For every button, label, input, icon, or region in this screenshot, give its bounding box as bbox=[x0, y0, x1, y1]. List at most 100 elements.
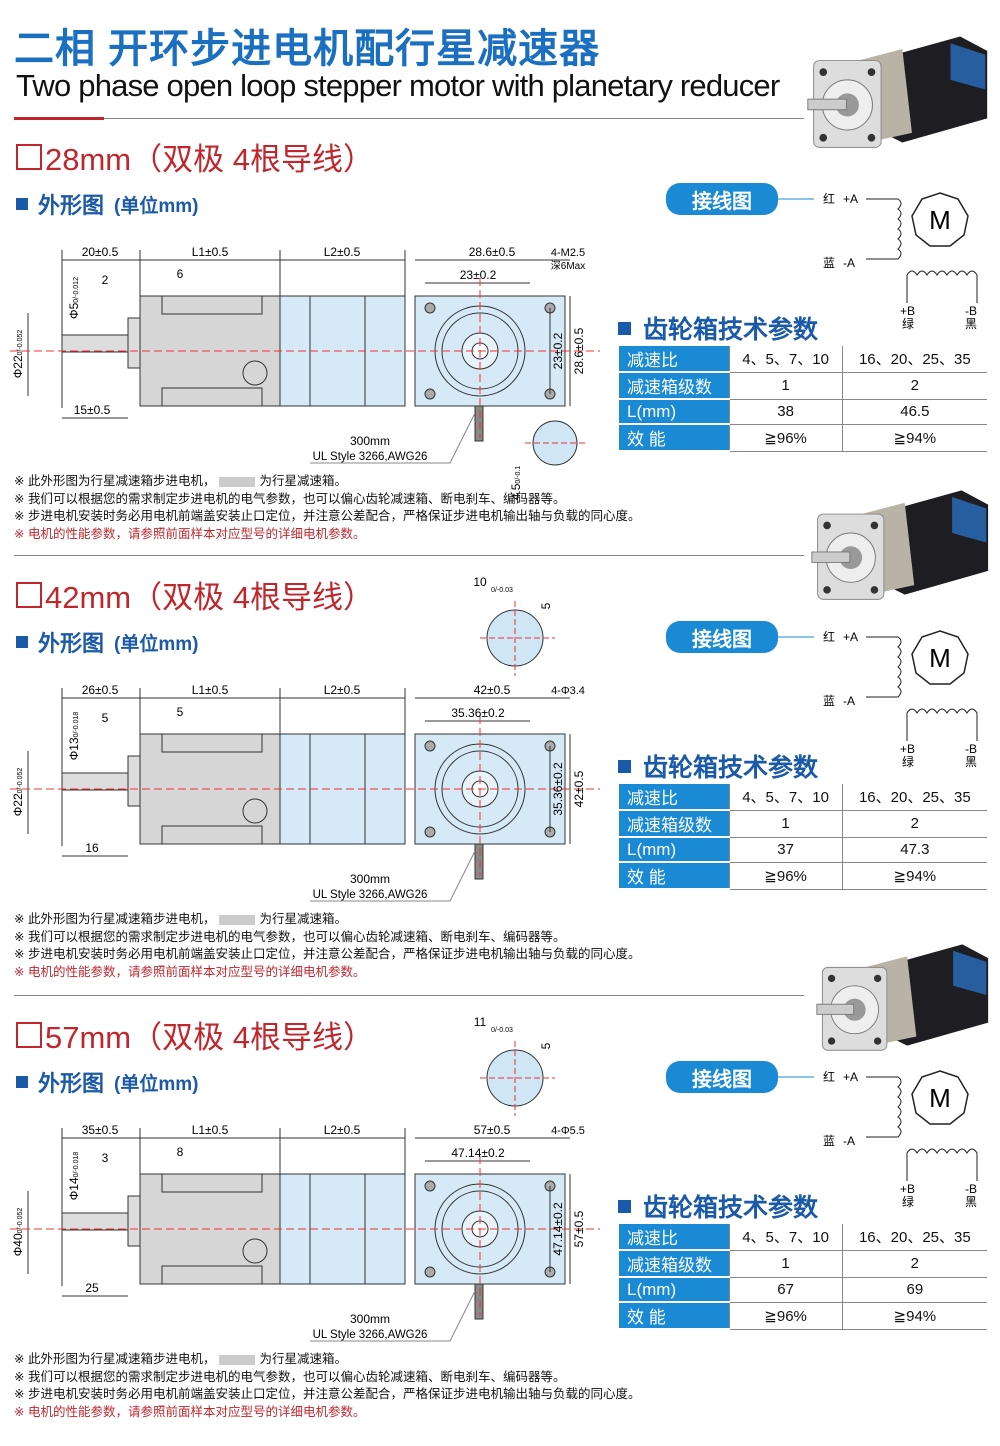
table-row: 效 能≧96%≧94% bbox=[619, 862, 987, 890]
product-photo bbox=[815, 920, 990, 1070]
product-photo bbox=[810, 470, 990, 615]
wire-minus-b: -B bbox=[965, 1182, 977, 1196]
bullet-square-icon bbox=[618, 1199, 631, 1213]
wire-plus-a: +A bbox=[843, 192, 858, 206]
dim-flat: 4.50/-0.1 bbox=[509, 466, 523, 501]
dim-s2: 6 bbox=[177, 267, 184, 281]
outline-drawing: 35±0.5 L1±0.5 L2±0.5 3 8 57±0.5 47.14±0.… bbox=[10, 1015, 600, 1342]
dim-key: 10 bbox=[473, 575, 487, 589]
divider bbox=[14, 117, 804, 120]
gray-swatch bbox=[219, 1354, 256, 1365]
dim-cable2: UL Style 3266,AWG26 bbox=[313, 889, 428, 901]
dim-outer-v: 28.6±0.5 bbox=[572, 327, 586, 374]
bullet-square-icon bbox=[618, 759, 631, 773]
dim-cable1: 300mm bbox=[350, 434, 390, 448]
wire-blue: 蓝 bbox=[823, 1134, 835, 1148]
gearbox-heading: 齿轮箱技术参数 bbox=[618, 310, 818, 346]
note: ※ 步进电机安装时务必用电机前端盖安装止口定位，并注意公差配合，严格保证步进电机… bbox=[14, 1387, 641, 1401]
table-cell: ≧94% bbox=[841, 1302, 987, 1330]
note-red: ※ 电机的性能参数，请参照前面样本对应型号的详细电机参数。 bbox=[14, 1404, 366, 1419]
dim-shaft_len: 15±0.5 bbox=[74, 403, 111, 417]
divider bbox=[14, 995, 804, 996]
notes: ※ 此外形图为行星减速箱步进电机，为行星减速箱。 ※ 我们可以根据您的需求制定步… bbox=[14, 1351, 640, 1421]
table-row: 效 能≧96%≧94% bbox=[619, 424, 987, 452]
wire-red: 红 bbox=[823, 1069, 835, 1084]
table-cell: 16、20、25、35 bbox=[841, 1224, 987, 1251]
wiring-diagram: 接线图 红 +A 蓝 -A M +B 绿 -B 黑 bbox=[666, 183, 996, 333]
row-header: 效 能 bbox=[619, 1302, 729, 1330]
table-cell: 4、5、7、10 bbox=[728, 1224, 843, 1251]
dim-holes: 4-Φ3.4 bbox=[551, 685, 585, 697]
dim-key2: 5 bbox=[539, 1042, 553, 1049]
note: ※ 此外形图为行星减速箱步进电机， bbox=[14, 912, 216, 926]
dim-holes2: 深6Max bbox=[551, 260, 585, 272]
gearbox-heading: 齿轮箱技术参数 bbox=[618, 748, 818, 784]
note: 为行星减速箱。 bbox=[259, 474, 347, 488]
dim-flat-tolerance: 0/-0.1 bbox=[515, 466, 522, 484]
motor-section-2: 57mm（双极 4根导线） 外形图(单位mm) 35±0.5 L1±0.5 L2… bbox=[0, 1006, 1000, 1446]
bullet-square-icon bbox=[16, 636, 28, 648]
note: ※ 步进电机安装时务必用电机前端盖安装止口定位，并注意公差配合，严格保证步进电机… bbox=[14, 509, 641, 523]
wire-minus-a: -A bbox=[843, 1134, 855, 1148]
dim-outer: 28.6±0.5 bbox=[469, 245, 516, 259]
dim-pitch: 23±0.2 bbox=[460, 268, 497, 282]
dim-outer-v: 42±0.5 bbox=[572, 770, 586, 807]
wire-minus-a: -A bbox=[843, 694, 855, 708]
row-header: L(mm) bbox=[619, 1277, 729, 1303]
dim-outer: 57±0.5 bbox=[474, 1123, 511, 1137]
row-header: 减速比 bbox=[619, 346, 729, 373]
table-cell: ≧96% bbox=[728, 862, 843, 890]
row-header: 减速比 bbox=[619, 1224, 729, 1251]
motor-section-0: 28mm（双极 4根导线） 外形图(单位mm) 20±0.5 L1±0.5 L2… bbox=[0, 128, 1000, 568]
square-icon bbox=[16, 581, 42, 608]
note: ※ 我们可以根据您的需求制定步进电机的电气参数，也可以偏心齿轮减速箱、断电刹车、… bbox=[14, 491, 566, 506]
gearbox-heading: 齿轮箱技术参数 bbox=[618, 1188, 818, 1224]
bullet-square-icon bbox=[16, 198, 28, 210]
notes: ※ 此外形图为行星减速箱步进电机，为行星减速箱。 ※ 我们可以根据您的需求制定步… bbox=[14, 473, 640, 543]
dim-flat-value: 4.5 bbox=[509, 483, 523, 500]
wiring-diagram: 接线图 红 +A 蓝 -A M +B 绿 -B 黑 bbox=[666, 1061, 996, 1211]
motor-symbol: M bbox=[929, 205, 951, 235]
table-row: 效 能≧96%≧94% bbox=[619, 1302, 987, 1330]
motor-section-1: 42mm（双极 4根导线） 外形图(单位mm) 26±0.5 L1±0.5 L2… bbox=[0, 566, 1000, 1006]
table-cell: 1 bbox=[728, 810, 843, 838]
table-cell: 67 bbox=[728, 1277, 843, 1303]
row-header: 减速箱级数 bbox=[619, 372, 729, 400]
dim-pitch: 35.36±0.2 bbox=[451, 706, 505, 720]
wire-plus-b: +B bbox=[900, 742, 915, 756]
dim-holes: 4-M2.5 bbox=[551, 247, 585, 259]
note: ※ 步进电机安装时务必用电机前端盖安装止口定位，并注意公差配合，严格保证步进电机… bbox=[14, 947, 641, 961]
table-cell: 46.5 bbox=[841, 399, 987, 425]
wire-plus-b: +B bbox=[900, 304, 915, 318]
gray-swatch bbox=[219, 914, 256, 925]
wiring-label: 接线图 bbox=[666, 1061, 778, 1093]
notes: ※ 此外形图为行星减速箱步进电机，为行星减速箱。 ※ 我们可以根据您的需求制定步… bbox=[14, 911, 640, 981]
wire-plus-a: +A bbox=[843, 1070, 858, 1084]
table-cell: 4、5、7、10 bbox=[728, 346, 843, 373]
wire-green: 绿 bbox=[902, 316, 914, 331]
wire-plus-b: +B bbox=[900, 1182, 915, 1196]
note: ※ 此外形图为行星减速箱步进电机， bbox=[14, 1352, 216, 1366]
note: 为行星减速箱。 bbox=[259, 1352, 347, 1366]
table-cell: ≧94% bbox=[841, 424, 987, 452]
row-header: L(mm) bbox=[619, 399, 729, 425]
wire-red: 红 bbox=[823, 629, 835, 644]
wiring-label: 接线图 bbox=[666, 621, 778, 653]
outline-heading: 外形图(单位mm) bbox=[16, 1066, 198, 1098]
row-header: 效 能 bbox=[619, 862, 729, 890]
dim-holes: 4-Φ5.5 bbox=[551, 1125, 585, 1137]
wire-green: 绿 bbox=[902, 1194, 914, 1209]
wire-black: 黑 bbox=[965, 317, 977, 331]
table-cell: 2 bbox=[841, 810, 987, 838]
dim-pitch-v: 47.14±0.2 bbox=[551, 1202, 565, 1256]
wire-blue: 蓝 bbox=[823, 256, 835, 270]
table-cell: 1 bbox=[728, 1250, 843, 1278]
motor-symbol: M bbox=[929, 1083, 951, 1113]
row-header: L(mm) bbox=[619, 837, 729, 863]
dim-l2: L2±0.5 bbox=[324, 683, 361, 697]
row-header: 效 能 bbox=[619, 424, 729, 452]
divider bbox=[14, 555, 804, 556]
